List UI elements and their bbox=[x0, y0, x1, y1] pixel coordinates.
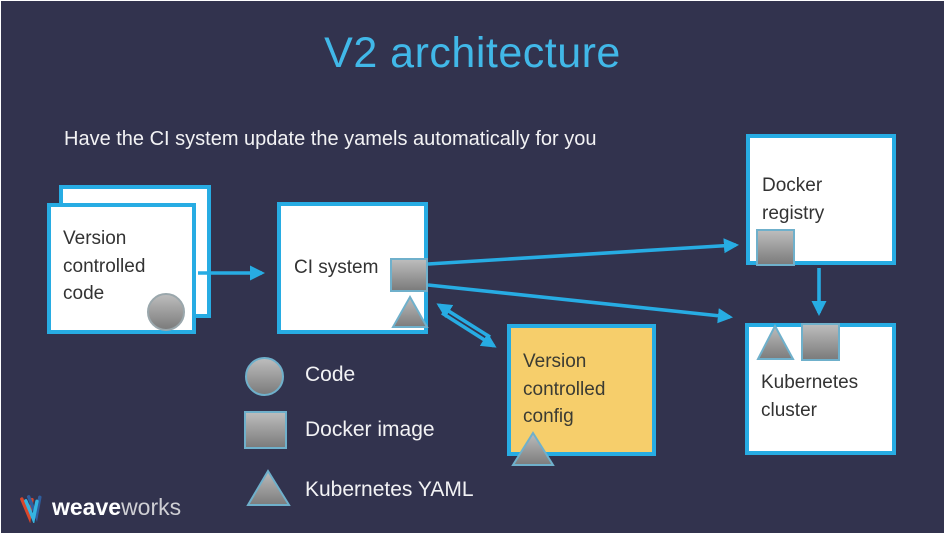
legend-docker-image-icon bbox=[244, 411, 287, 449]
logo-text-works: works bbox=[121, 493, 182, 520]
weaveworks-logo: weaveworks bbox=[18, 491, 181, 523]
legend-kubernetes-yaml-icon bbox=[246, 469, 291, 506]
weaveworks-logo-text: weaveworks bbox=[52, 494, 181, 521]
arrow-ci-to-kubernetes-cluster bbox=[427, 283, 734, 324]
arrow-ci-to-docker-registry bbox=[427, 238, 740, 266]
legend-label-kubernetes-yaml: Kubernetes YAML bbox=[305, 478, 474, 501]
weaveworks-logo-icon bbox=[20, 495, 42, 523]
node-label: Kubernetes cluster bbox=[761, 372, 859, 421]
node-version-controlled-code: Version controlled code bbox=[47, 203, 196, 334]
kubernetes-yaml-icon bbox=[756, 323, 795, 360]
slide-title: V2 architecture bbox=[324, 29, 621, 77]
arrow-config-to-ci bbox=[436, 303, 491, 339]
slide-subtitle: Have the CI system update the yamels aut… bbox=[64, 128, 597, 150]
legend-code-icon bbox=[245, 357, 284, 396]
kubernetes-yaml-icon bbox=[391, 294, 429, 328]
arrow-ci-to-config bbox=[441, 311, 497, 348]
node-label: Version controlled config bbox=[523, 351, 606, 428]
node-label: Version controlled code bbox=[63, 228, 146, 305]
docker-image-icon bbox=[756, 229, 795, 266]
legend-label-docker-image: Docker image bbox=[305, 418, 435, 441]
code-icon bbox=[147, 293, 185, 331]
node-label: CI system bbox=[294, 257, 379, 279]
logo-text-weave: weave bbox=[52, 493, 122, 520]
docker-image-icon bbox=[390, 258, 428, 292]
kubernetes-yaml-icon bbox=[511, 431, 555, 466]
docker-image-icon bbox=[801, 323, 840, 361]
legend-label-code: Code bbox=[305, 363, 356, 386]
node-label: Docker registry bbox=[762, 175, 825, 224]
